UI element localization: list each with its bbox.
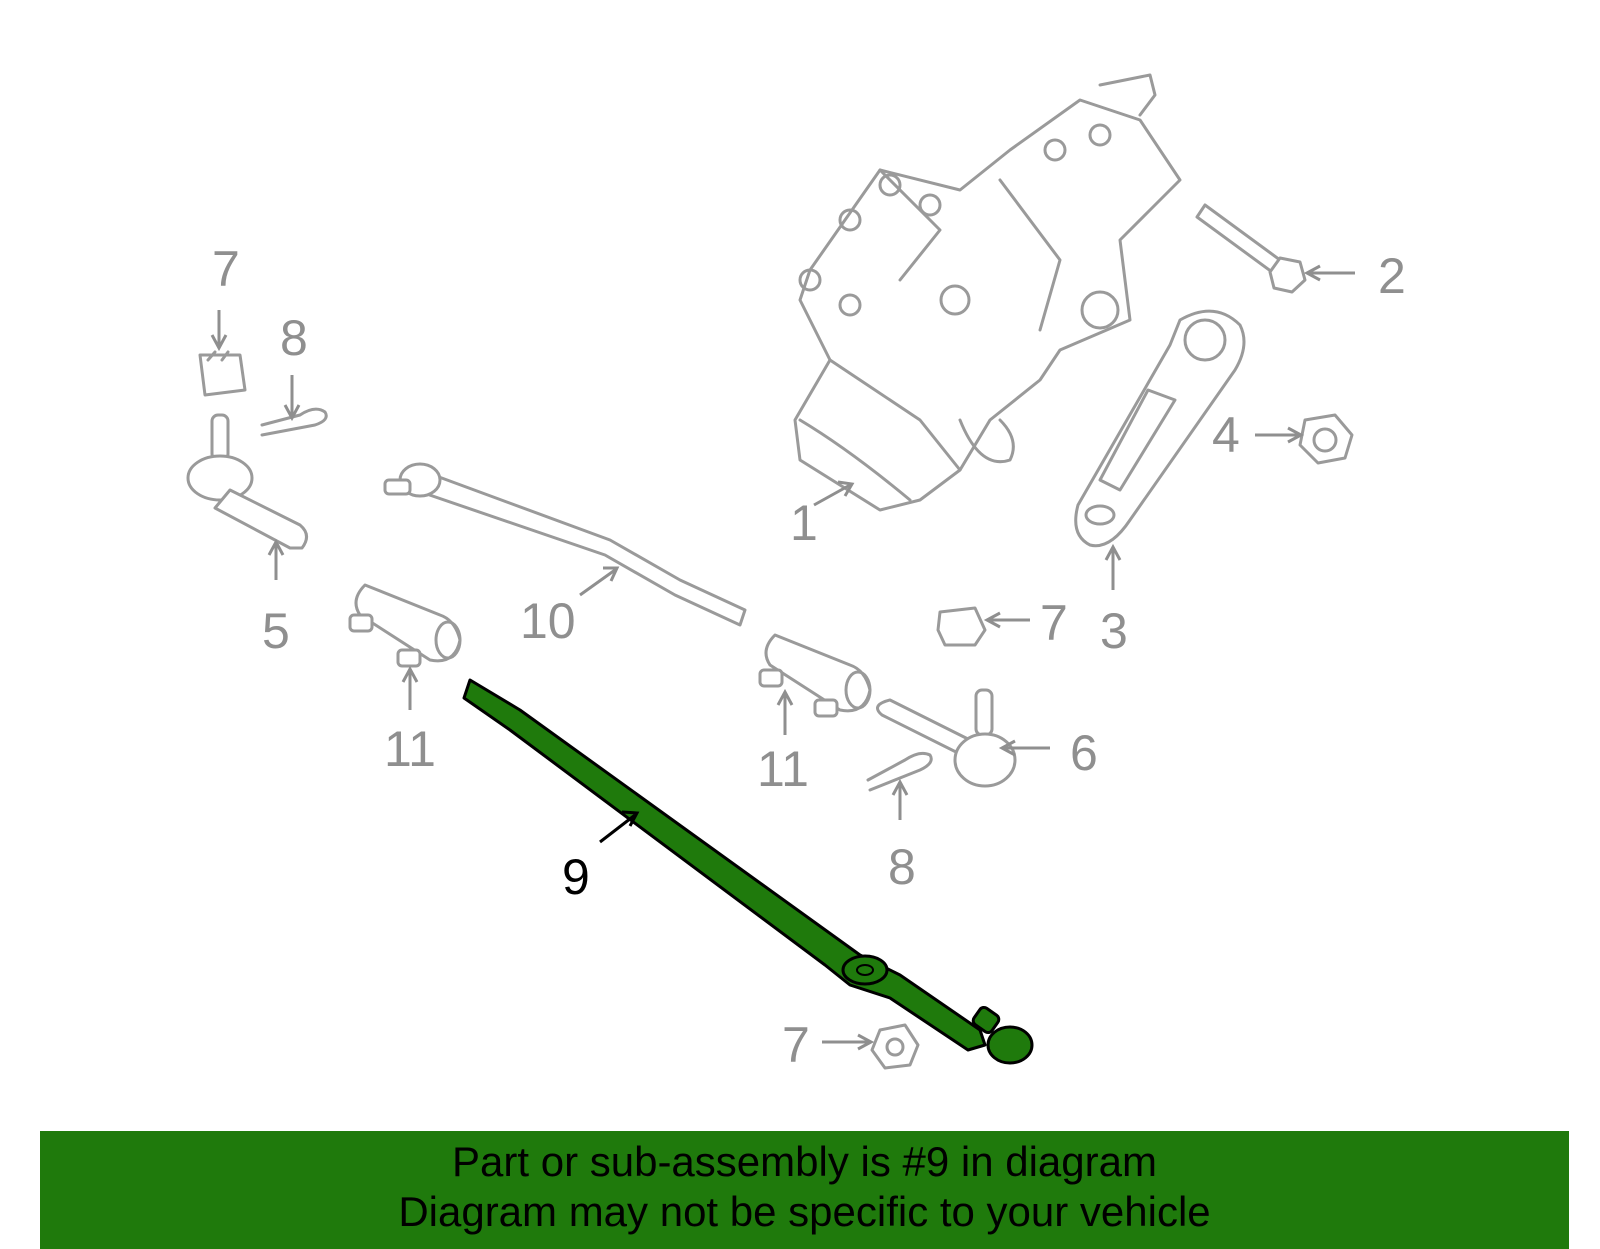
tie-rod-highlighted <box>462 678 1034 1065</box>
tie-rod-end-left <box>186 413 308 550</box>
callout-1: 1 <box>790 495 818 551</box>
callout-5: 5 <box>262 603 290 659</box>
banner-line-2: Diagram may not be specific to your vehi… <box>398 1188 1211 1235</box>
nut <box>1298 413 1354 465</box>
callout-9: 9 <box>562 849 590 905</box>
callout-2: 2 <box>1378 248 1406 304</box>
info-banner: Part or sub-assembly is #9 in diagram Di… <box>40 1131 1569 1249</box>
callout-11-left: 11 <box>384 721 436 777</box>
adjusting-sleeve-right <box>758 633 872 718</box>
callout-arrows <box>210 264 1355 1051</box>
callout-4: 4 <box>1212 407 1240 463</box>
callout-8-bottom: 8 <box>888 839 916 895</box>
drag-link <box>383 462 747 627</box>
banner-line-1: Part or sub-assembly is #9 in diagram <box>452 1138 1157 1185</box>
callout-7-top: 7 <box>212 241 240 297</box>
callout-6: 6 <box>1070 725 1098 781</box>
callout-7-middle: 7 <box>1040 595 1068 651</box>
callout-8-top: 8 <box>280 310 308 366</box>
callout-3: 3 <box>1100 603 1128 659</box>
castle-nut-bottom <box>870 1023 920 1070</box>
cotter-pin-bottom <box>866 751 933 792</box>
pitman-arm <box>1074 309 1246 548</box>
callout-10: 10 <box>520 593 576 649</box>
tie-rod-end-right <box>876 688 1017 788</box>
bolt <box>1195 203 1307 294</box>
adjusting-sleeve-left <box>348 583 462 668</box>
steering-gear-box <box>793 73 1182 512</box>
castle-nut-middle <box>936 606 987 647</box>
castle-nut-top <box>198 350 247 397</box>
callout-11-right: 11 <box>757 741 809 797</box>
callout-7-bottom: 7 <box>782 1017 810 1073</box>
cotter-pin-top <box>260 407 328 437</box>
